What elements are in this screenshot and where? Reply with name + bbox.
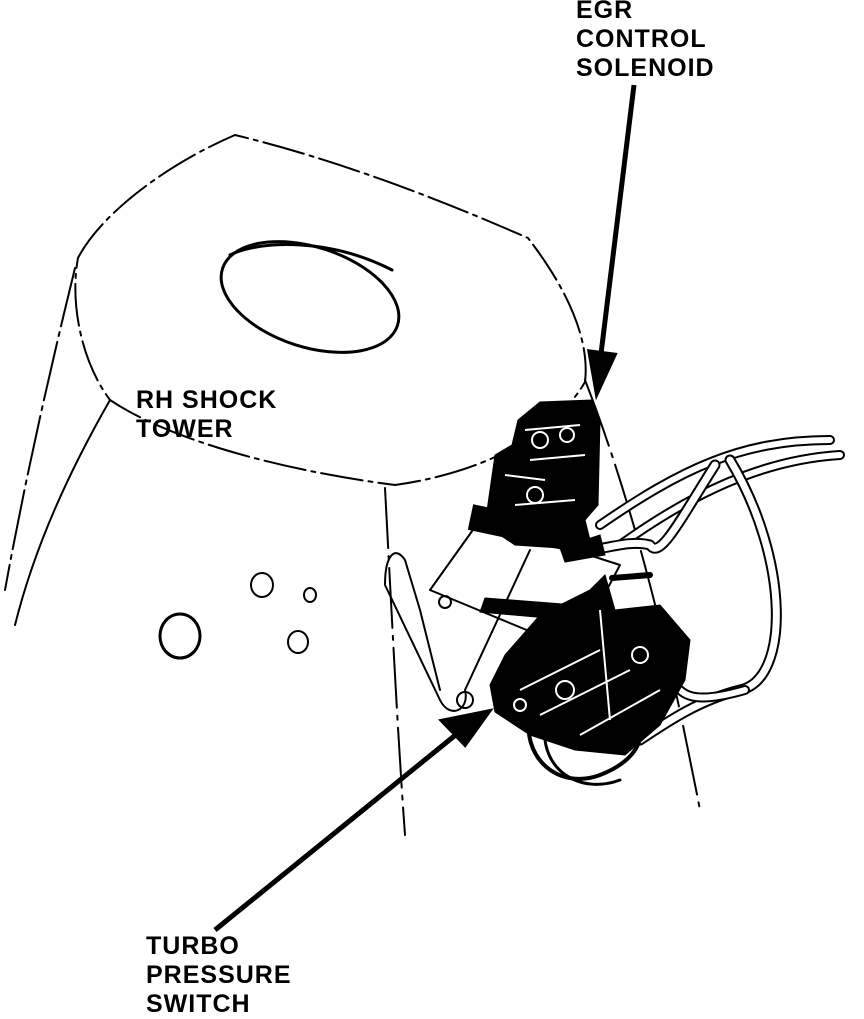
egr-control-solenoid-body — [467, 399, 606, 563]
label-line: CONTROL — [576, 25, 707, 53]
hose — [677, 687, 748, 701]
bracket-hole — [456, 691, 474, 709]
hose — [586, 461, 719, 554]
label-line: RH SHOCK — [136, 386, 278, 414]
egr-control-solenoid-label: EGR CONTROL SOLENOID — [576, 0, 715, 83]
opening-rim — [228, 243, 394, 272]
hose — [595, 435, 835, 530]
turbo-arrowhead — [438, 708, 494, 748]
label-line: TOWER — [136, 415, 234, 443]
tower-hole — [158, 612, 202, 660]
label-line: SWITCH — [146, 990, 251, 1018]
shock-tower-inner-left — [14, 399, 111, 626]
bracket-bolt — [438, 595, 452, 609]
turbo-leader-line — [213, 731, 460, 932]
label-line: SOLENOID — [576, 54, 715, 82]
tower-hole — [303, 587, 317, 603]
turbo-pressure-switch-label: TURBO PRESSURE SWITCH — [146, 932, 292, 1019]
hose — [584, 459, 721, 556]
turbo-pressure-switch-body — [479, 574, 691, 756]
tower-hole — [287, 630, 309, 654]
label-line: EGR — [576, 0, 634, 24]
mounting-bracket — [384, 549, 531, 712]
hose — [636, 456, 780, 744]
hose-fitting — [609, 572, 653, 581]
shock-tower-opening — [219, 240, 401, 354]
tower-hole — [250, 572, 274, 598]
egr-arrowhead — [586, 349, 618, 401]
shock-tower-left-side — [4, 267, 76, 591]
label-line: TURBO — [146, 932, 240, 960]
hose — [597, 437, 833, 528]
rh-shock-tower-label: RH SHOCK TOWER — [136, 386, 277, 444]
label-line: PRESSURE — [146, 961, 292, 989]
hose — [617, 452, 843, 548]
shock-tower-front-edge — [384, 487, 406, 836]
egr-leader-line — [597, 84, 637, 363]
